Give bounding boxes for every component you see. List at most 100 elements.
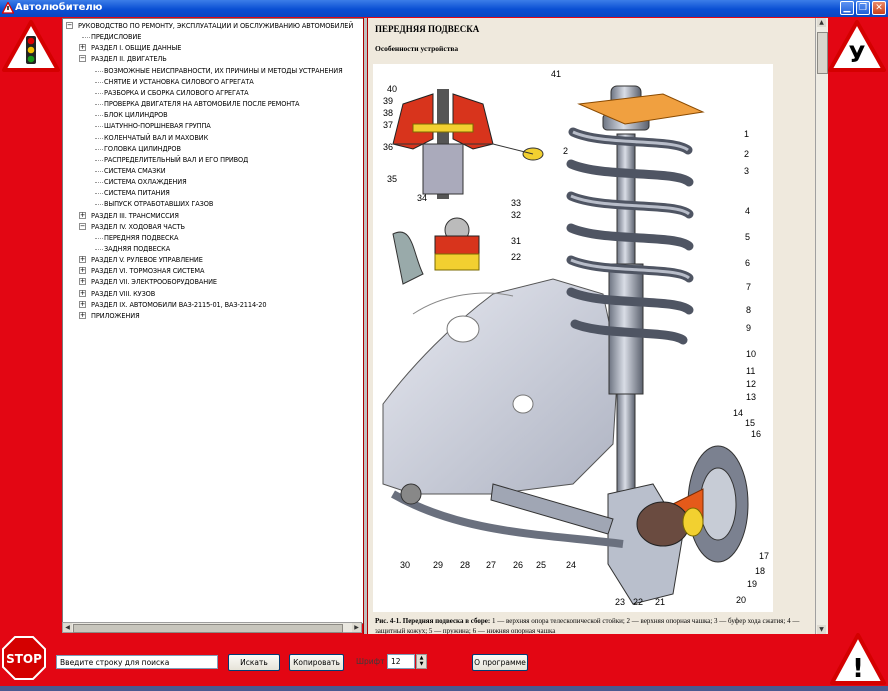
search-button[interactable]: Искать — [228, 654, 280, 671]
expand-icon[interactable]: + — [79, 255, 86, 264]
document-viewer[interactable]: ПЕРЕДНЯЯ ПОДВЕСКА Особенности устройства — [367, 18, 816, 634]
expand-icon[interactable]: + — [79, 43, 86, 52]
maximize-button[interactable]: ❐ — [856, 1, 870, 15]
tree-connector — [95, 193, 103, 195]
expand-icon[interactable]: + — [79, 299, 86, 308]
copy-button[interactable]: Копировать — [289, 654, 344, 671]
callout-number: 30 — [400, 560, 410, 570]
tree-node[interactable]: СИСТЕМА ПИТАНИЯ — [104, 188, 170, 198]
collapse-icon[interactable]: − — [66, 21, 73, 29]
callout-number: 3 — [744, 166, 749, 176]
tree-node[interactable]: СИСТЕМА ОХЛАЖДЕНИЯ — [104, 177, 187, 187]
expand-icon[interactable]: + — [79, 210, 86, 219]
tree-node[interactable]: КОЛЕНЧАТЫЙ ВАЛ И МАХОВИК — [104, 132, 209, 142]
tree-node[interactable]: РАСПРЕДЕЛИТЕЛЬНЫЙ ВАЛ И ЕГО ПРИВОД — [104, 154, 249, 164]
tree-connector — [95, 115, 103, 117]
title-bar: Автолюбителю ▁ ❐ ✕ — [0, 0, 888, 17]
tree-node[interactable]: ПРЕДИСЛОВИЕ — [91, 32, 142, 42]
collapse-icon[interactable]: − — [79, 54, 86, 63]
tree-node[interactable]: РАЗДЕЛ V. РУЛЕВОЕ УПРАВЛЕНИЕ — [91, 255, 203, 265]
callout-number: 7 — [746, 282, 751, 292]
tree-node[interactable]: СИСТЕМА СМАЗКИ — [104, 165, 166, 175]
about-button[interactable]: О программе — [472, 654, 528, 671]
learner-driver-sign-icon: У — [828, 20, 886, 72]
learner-letter: У — [849, 43, 866, 68]
close-button[interactable]: ✕ — [872, 1, 886, 15]
callout-number: 5 — [745, 232, 750, 242]
tree-node[interactable]: ПРОВЕРКА ДВИГАТЕЛЯ НА АВТОМОБИЛЕ ПОСЛЕ Р… — [104, 99, 300, 109]
tree-node[interactable]: РАЗДЕЛ II. ДВИГАТЕЛЬ — [91, 54, 167, 64]
tree-node[interactable]: РАЗБОРКА И СБОРКА СИЛОВОГО АГРЕГАТА — [104, 87, 249, 97]
callout-number: 16 — [751, 429, 761, 439]
contents-tree[interactable]: −РУКОВОДСТВО ПО РЕМОНТУ, ЭКСПЛУАТАЦИИ И … — [62, 18, 364, 624]
scroll-right-arrow-icon[interactable]: ▶ — [352, 623, 361, 632]
tree-connector — [95, 182, 103, 184]
callout-number: 36 — [383, 142, 393, 152]
callout-number: 20 — [736, 595, 746, 605]
callout-number: 39 — [383, 96, 393, 106]
tree-connector — [95, 148, 103, 150]
scroll-left-arrow-icon[interactable]: ◀ — [63, 623, 72, 632]
tree-node[interactable]: ЗАДНЯЯ ПОДВЕСКА — [104, 244, 171, 253]
tree-node[interactable]: РАЗДЕЛ VI. ТОРМОЗНАЯ СИСТЕМА — [91, 266, 205, 276]
font-size-stepper[interactable]: 12 ▲▼ — [387, 654, 427, 669]
callout-number: 23 — [615, 597, 625, 607]
tree-node[interactable]: ПЕРЕДНЯЯ ПОДВЕСКА — [104, 232, 179, 242]
tree-node[interactable]: РАЗДЕЛ IX. АВТОМОБИЛИ ВАЗ-2115-01, ВАЗ-2… — [91, 299, 267, 309]
expand-icon[interactable]: + — [79, 266, 86, 275]
document-subheading: Особенности устройства — [375, 44, 459, 53]
callout-number: 41 — [551, 69, 561, 79]
callout-number: 4 — [745, 206, 750, 216]
tree-horizontal-scrollbar[interactable]: ◀ ▶ — [62, 622, 362, 633]
callout-number: 8 — [746, 305, 751, 315]
tree-node[interactable]: ПРИЛОЖЕНИЯ — [91, 310, 140, 320]
pane-splitter[interactable] — [363, 18, 368, 634]
minimize-button[interactable]: ▁ — [840, 1, 854, 15]
expand-icon[interactable]: + — [79, 310, 86, 319]
tree-node[interactable]: БЛОК ЦИЛИНДРОВ — [104, 110, 168, 120]
tree-node[interactable]: РАЗДЕЛ I. ОБЩИЕ ДАННЫЕ — [91, 43, 182, 53]
callout-number: 15 — [745, 418, 755, 428]
callout-number: 31 — [511, 236, 521, 246]
tree-node[interactable]: ШАТУННО-ПОРШНЕВАЯ ГРУППА — [104, 121, 211, 131]
scroll-thumb[interactable] — [817, 32, 828, 74]
callout-number: 22 — [633, 597, 643, 607]
scroll-down-arrow-icon[interactable]: ▼ — [817, 625, 826, 634]
tree-node[interactable]: ГОЛОВКА ЦИЛИНДРОВ — [104, 143, 181, 153]
callout-number: 11 — [746, 366, 755, 376]
callout-number: 26 — [513, 560, 523, 570]
stop-sign-icon: STOP — [2, 636, 46, 680]
tree-node[interactable]: РАЗДЕЛ VII. ЭЛЕКТРООБОРУДОВАНИЕ — [91, 277, 217, 287]
tree-node[interactable]: ВОЗМОЖНЫЕ НЕИСПРАВНОСТИ, ИХ ПРИЧИНЫ И МЕ… — [104, 65, 343, 75]
expand-icon[interactable]: + — [79, 277, 86, 286]
tree-connector — [95, 104, 103, 106]
search-input[interactable] — [56, 655, 218, 669]
tree-node[interactable]: РАЗДЕЛ VIII. КУЗОВ — [91, 288, 156, 298]
callout-number: 33 — [511, 198, 521, 208]
document-vertical-scrollbar[interactable]: ▲ ▼ — [815, 18, 828, 634]
callout-number: 17 — [759, 551, 769, 561]
scroll-thumb[interactable] — [73, 624, 343, 633]
font-size-value[interactable]: 12 — [387, 654, 415, 669]
document-heading: ПЕРЕДНЯЯ ПОДВЕСКА — [375, 24, 480, 34]
callout-number: 24 — [566, 560, 576, 570]
tree-node[interactable]: РУКОВОДСТВО ПО РЕМОНТУ, ЭКСПЛУАТАЦИИ И О… — [78, 21, 354, 30]
callout-number: 2 — [563, 146, 568, 156]
warning-triangle-app-icon — [2, 2, 14, 14]
tree-node[interactable]: ВЫПУСК ОТРАБОТАВШИХ ГАЗОВ — [104, 199, 214, 209]
stop-text: STOP — [6, 652, 42, 666]
tree-node[interactable]: СНЯТИЕ И УСТАНОВКА СИЛОВОГО АГРЕГАТА — [104, 76, 254, 86]
spin-arrows-icon[interactable]: ▲▼ — [416, 654, 427, 669]
callout-number: 18 — [755, 566, 765, 576]
callout-number: 9 — [746, 323, 751, 333]
callout-number: 19 — [747, 579, 757, 589]
tree-node[interactable]: РАЗДЕЛ III. ТРАНСМИССИЯ — [91, 210, 179, 220]
tree-connector — [95, 249, 103, 250]
tree-connector — [95, 170, 103, 172]
callout-number: 1 — [744, 129, 749, 139]
tree-node[interactable]: РАЗДЕЛ IV. ХОДОВАЯ ЧАСТЬ — [91, 221, 185, 231]
expand-icon[interactable]: + — [79, 288, 86, 297]
collapse-icon[interactable]: − — [79, 221, 86, 230]
scroll-up-arrow-icon[interactable]: ▲ — [817, 18, 826, 27]
